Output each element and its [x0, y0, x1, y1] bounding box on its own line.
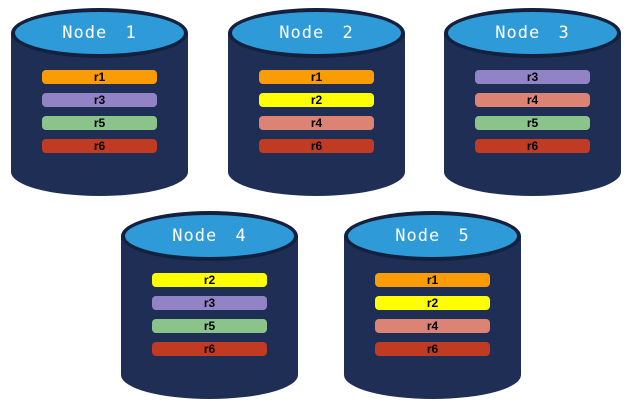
replica-bar-r6: r6 [152, 342, 267, 356]
cylinder-body [228, 33, 405, 196]
replica-list: r1 r2 r4 r6 [344, 273, 521, 356]
replica-bar-r4: r4 [259, 116, 374, 130]
cylinder-top: Node 1 [11, 8, 188, 58]
replica-bar-r5: r5 [152, 319, 267, 333]
node-4: Node 4 r2 r3 r5 r6 [121, 211, 298, 399]
replica-list: r1 r2 r4 r6 [228, 70, 405, 153]
replica-bar-r6: r6 [259, 139, 374, 153]
cylinder-body [121, 236, 298, 399]
replica-bar-r6: r6 [375, 342, 490, 356]
replica-list: r3 r4 r5 r6 [444, 70, 621, 153]
replica-bar-r2: r2 [259, 93, 374, 107]
replica-bar-r2: r2 [375, 296, 490, 310]
node-label: Node 1 [62, 23, 137, 43]
cylinder-body [344, 236, 521, 399]
node-label: Node 4 [172, 226, 247, 246]
node-5: Node 5 r1 r2 r4 r6 [344, 211, 521, 399]
replica-bar-r3: r3 [42, 93, 157, 107]
cylinder-top: Node 4 [121, 211, 298, 261]
replica-bar-r3: r3 [152, 296, 267, 310]
node-label: Node 2 [279, 23, 354, 43]
replica-bar-r1: r1 [375, 273, 490, 287]
replica-bar-r6: r6 [42, 139, 157, 153]
cylinder-body [11, 33, 188, 196]
replica-bar-r1: r1 [259, 70, 374, 84]
replica-bar-r2: r2 [152, 273, 267, 287]
cylinder-top: Node 3 [444, 8, 621, 58]
replica-bar-r3: r3 [475, 70, 590, 84]
replica-bar-r4: r4 [375, 319, 490, 333]
replica-bar-r6: r6 [475, 139, 590, 153]
node-3: Node 3 r3 r4 r5 r6 [444, 8, 621, 196]
cylinder-body [444, 33, 621, 196]
replica-list: r1 r3 r5 r6 [11, 70, 188, 153]
replica-list: r2 r3 r5 r6 [121, 273, 298, 356]
replica-bar-r5: r5 [475, 116, 590, 130]
replica-bar-r1: r1 [42, 70, 157, 84]
node-label: Node 5 [395, 226, 470, 246]
node-1: Node 1 r1 r3 r5 r6 [11, 8, 188, 196]
node-2: Node 2 r1 r2 r4 r6 [228, 8, 405, 196]
cylinder-top: Node 5 [344, 211, 521, 261]
replica-bar-r5: r5 [42, 116, 157, 130]
replica-bar-r4: r4 [475, 93, 590, 107]
cylinder-top: Node 2 [228, 8, 405, 58]
node-label: Node 3 [495, 23, 570, 43]
